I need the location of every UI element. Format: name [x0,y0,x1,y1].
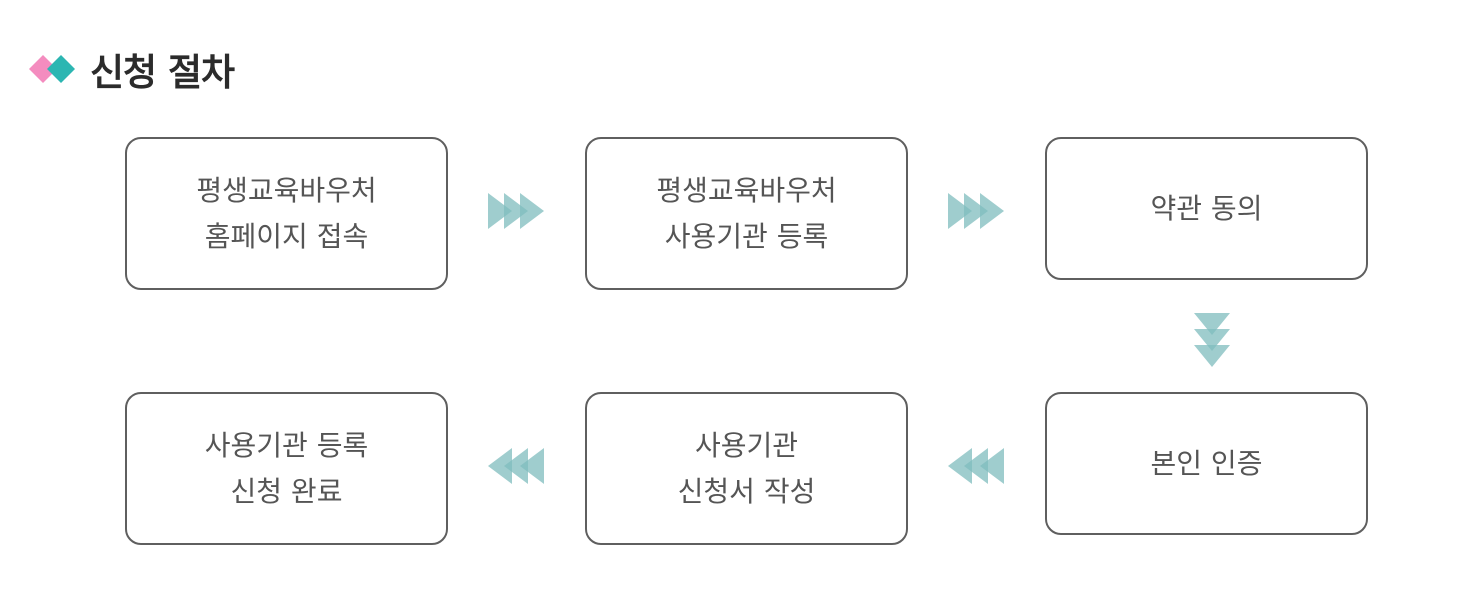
arrow-down-icon [1194,313,1230,369]
step-2-line1: 평생교육바우처 [656,173,837,207]
page-title: 신청 절차 [90,51,235,94]
step-6-line2: 신청 완료 [230,474,343,508]
step-4-line1: 본인 인증 [1150,446,1263,480]
section-heading: 신청 절차 [28,44,235,94]
step-3-line1: 약관 동의 [1150,191,1263,225]
arrow-right-icon [488,193,546,229]
step-6-line1: 사용기관 등록 [204,428,369,462]
step-5-application-form: 사용기관 신청서 작성 [585,392,908,545]
step-2-line2: 사용기관 등록 [664,219,829,253]
step-4-identity-verify: 본인 인증 [1045,392,1368,535]
step-3-terms-agree: 약관 동의 [1045,137,1368,280]
step-1-homepage-access: 평생교육바우처 홈페이지 접속 [125,137,448,290]
arrow-left-icon [488,448,546,484]
step-5-line1: 사용기관 [694,428,799,462]
step-5-line2: 신청서 작성 [677,474,816,508]
arrow-right-icon [948,193,1006,229]
step-6-application-complete: 사용기관 등록 신청 완료 [125,392,448,545]
arrow-left-icon [948,448,1006,484]
step-1-line2: 홈페이지 접속 [204,219,369,253]
step-1-line1: 평생교육바우처 [196,173,377,207]
double-diamond-icon [28,53,78,85]
step-2-institution-register: 평생교육바우처 사용기관 등록 [585,137,908,290]
